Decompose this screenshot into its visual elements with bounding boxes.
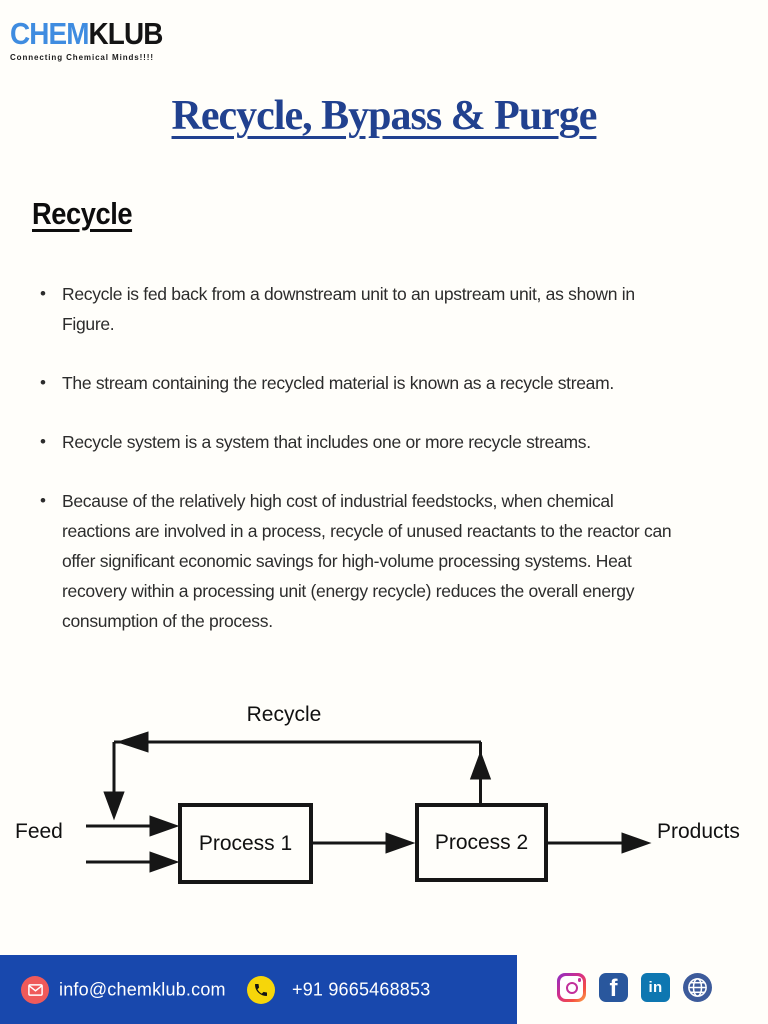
globe-glyph <box>688 978 707 997</box>
logo-wordmark: CHEMKLUB <box>10 16 164 51</box>
contact-phone: +91 9665468853 <box>292 979 431 999</box>
footer-contact-bar: info@chemklub.com +91 9665468853 <box>0 955 517 1024</box>
diagram-products-label: Products <box>657 820 740 843</box>
bullet-item-2: The stream containing the recycled mater… <box>38 368 752 398</box>
facebook-icon[interactable]: f <box>599 973 628 1002</box>
process-1-box: Process 1 <box>178 803 313 884</box>
recycle-arrowhead-down <box>103 791 125 821</box>
recycle-flow-diagram: Recycle Feed Process 1 Process 2 Product… <box>0 690 768 900</box>
instagram-camera-lens <box>565 981 578 994</box>
bullet-item-3: Recycle system is a system that includes… <box>38 427 752 457</box>
page-title: Recycle, Bypass & Purge <box>171 93 598 139</box>
bullet-list: Recycle is fed back from a downstream un… <box>38 279 752 665</box>
section-heading: Recycle <box>32 196 133 231</box>
diagram-lines <box>86 731 652 873</box>
instagram-icon[interactable] <box>557 973 586 1002</box>
chemklub-logo: CHEMKLUB Connecting Chemical Minds!!!! <box>10 18 179 62</box>
bullet-item-1: Recycle is fed back from a downstream un… <box>38 279 752 339</box>
logo-text-chem: CHEM <box>10 16 89 51</box>
linkedin-icon[interactable]: in <box>641 973 670 1002</box>
feed-arrow-top-head <box>149 815 180 837</box>
process-1-label: Process 1 <box>198 831 293 855</box>
phone-badge <box>247 975 275 1004</box>
linkedin-glyph: in <box>648 979 663 996</box>
recycle-arrowhead-up <box>469 750 492 780</box>
process-2-box: Process 2 <box>415 803 548 882</box>
website-globe-icon[interactable] <box>683 973 712 1002</box>
facebook-glyph: f <box>609 975 618 1002</box>
envelope-icon <box>27 983 43 996</box>
contact-email: info@chemklub.com <box>59 979 226 999</box>
email-badge <box>21 975 49 1004</box>
diagram-recycle-label: Recycle <box>246 703 322 726</box>
logo-tagline: Connecting Chemical Minds!!!! <box>10 53 154 62</box>
phone-icon <box>255 983 268 996</box>
instagram-camera-dot <box>577 978 581 982</box>
process-2-label: Process 2 <box>434 830 529 854</box>
process1-to-process2-head <box>385 832 416 854</box>
recycle-arrowhead-left <box>116 731 149 753</box>
process2-to-products-head <box>621 832 652 854</box>
bullet-item-4: Because of the relatively high cost of i… <box>38 486 752 636</box>
diagram-feed-label: Feed <box>15 820 63 843</box>
logo-text-klub: KLUB <box>88 16 164 51</box>
feed-arrow-bottom-head <box>149 851 180 873</box>
